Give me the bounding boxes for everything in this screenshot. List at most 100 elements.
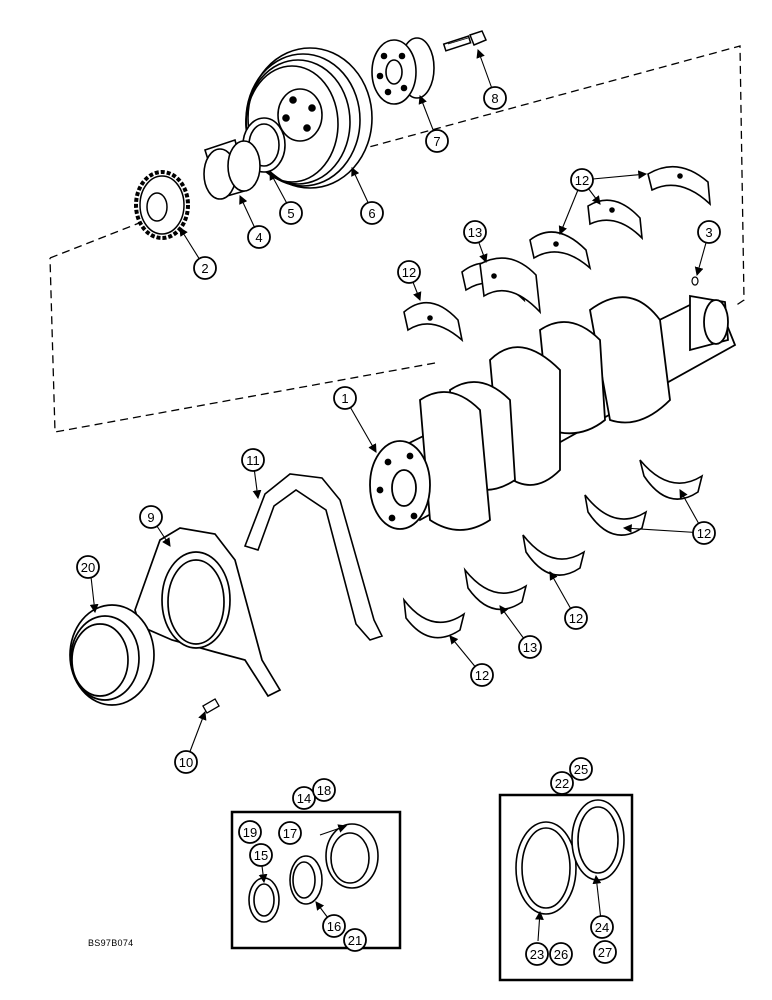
callout-number: 21 (348, 933, 362, 948)
callout-number: 6 (368, 206, 375, 221)
callout-number: 10 (179, 755, 193, 770)
callout-circle (483, 86, 507, 110)
callout-c23: 23 (525, 942, 549, 966)
callout-number: 2 (201, 261, 208, 276)
figure-reference-code: BS97B074 (88, 938, 134, 948)
callout-number: 8 (491, 91, 498, 106)
callout-number: 25 (574, 762, 588, 777)
callout-number: 20 (81, 560, 95, 575)
callout-number: 19 (243, 825, 257, 840)
callout-number: 14 (297, 791, 311, 806)
callout-circle (525, 942, 549, 966)
callout-number: 26 (554, 947, 568, 962)
rear-seal-part (69, 604, 155, 706)
callout-circle (550, 771, 574, 795)
callout-circle (590, 915, 614, 939)
callout-c1: 1 (333, 386, 357, 410)
callout-number: 7 (433, 134, 440, 149)
seal-kit-box-left (230, 810, 402, 950)
callout-circle (247, 225, 271, 249)
callout-circle (397, 260, 421, 284)
callout-c27: 27 (593, 940, 617, 964)
callout-number: 5 (287, 206, 294, 221)
callout-number: 13 (523, 640, 537, 655)
callout-number: 12 (475, 668, 489, 683)
small-bolt-part (202, 698, 220, 714)
callout-circle (343, 928, 367, 952)
callout-circle (463, 220, 487, 244)
callout-circle (241, 448, 265, 472)
callout-number: 12 (575, 173, 589, 188)
callout-circle (360, 201, 384, 225)
callout-circle (174, 750, 198, 774)
callout-circle (692, 521, 716, 545)
callout-circle (279, 201, 303, 225)
callout-c13a: 13 (463, 220, 487, 244)
callout-c3: 3 (697, 220, 721, 244)
callout-circle (292, 786, 316, 810)
callout-number: 12 (569, 611, 583, 626)
callout-circle (312, 778, 336, 802)
sleeve-part (203, 138, 261, 200)
dowel-part (691, 276, 699, 286)
seal-carrier-part (134, 527, 282, 698)
callout-c20: 20 (76, 555, 100, 579)
callout-c16: 16 (322, 914, 346, 938)
callout-circle (333, 386, 357, 410)
kit-right-parts (515, 799, 625, 915)
callout-number: 3 (705, 225, 712, 240)
callout-circle (193, 256, 217, 280)
callout-circle (549, 942, 573, 966)
callout-c15: 15 (249, 843, 273, 867)
callout-circle (278, 821, 302, 845)
callout-c12a: 12 (570, 168, 594, 192)
callout-number: 22 (555, 776, 569, 791)
callout-c2: 2 (193, 256, 217, 280)
callout-circle (593, 940, 617, 964)
callout-c22: 22 (550, 771, 574, 795)
callout-number: 18 (317, 783, 331, 798)
hub-part (371, 37, 435, 105)
callout-c13b: 13 (518, 635, 542, 659)
callout-c10: 10 (174, 750, 198, 774)
callout-c6: 6 (360, 201, 384, 225)
callout-c25: 25 (569, 757, 593, 781)
callout-circle (76, 555, 100, 579)
crankshaft-part (369, 294, 737, 531)
callout-number: 24 (595, 920, 609, 935)
callout-c12e: 12 (470, 663, 494, 687)
callout-number: 23 (530, 947, 544, 962)
callout-number: 12 (697, 526, 711, 541)
dashed-group-outline (49, 45, 745, 433)
callout-c5: 5 (279, 201, 303, 225)
callout-c17: 17 (278, 821, 302, 845)
callout-c9: 9 (139, 505, 163, 529)
callout-circle (249, 843, 273, 867)
callout-number: 16 (327, 919, 341, 934)
callout-circle (564, 606, 588, 630)
callout-number: 13 (468, 225, 482, 240)
gasket-part (243, 473, 384, 641)
callout-number: 12 (402, 265, 416, 280)
callout-number: 11 (246, 453, 260, 468)
callout-number: 27 (598, 945, 612, 960)
kit-left-parts (248, 823, 379, 923)
callout-c12d: 12 (564, 606, 588, 630)
gear-part (134, 170, 190, 240)
callout-c19: 19 (238, 820, 262, 844)
callout-circle (322, 914, 346, 938)
upper-bearing-shells (403, 165, 711, 343)
callout-circle (425, 129, 449, 153)
callout-circle (470, 663, 494, 687)
callout-c4: 4 (247, 225, 271, 249)
callout-c24: 24 (590, 915, 614, 939)
callout-c18: 18 (312, 778, 336, 802)
callout-circle (569, 757, 593, 781)
callout-number: 1 (341, 391, 348, 406)
callout-c26: 26 (549, 942, 573, 966)
callout-number: 17 (283, 826, 297, 841)
callout-c8: 8 (483, 86, 507, 110)
callout-number: 9 (147, 510, 154, 525)
